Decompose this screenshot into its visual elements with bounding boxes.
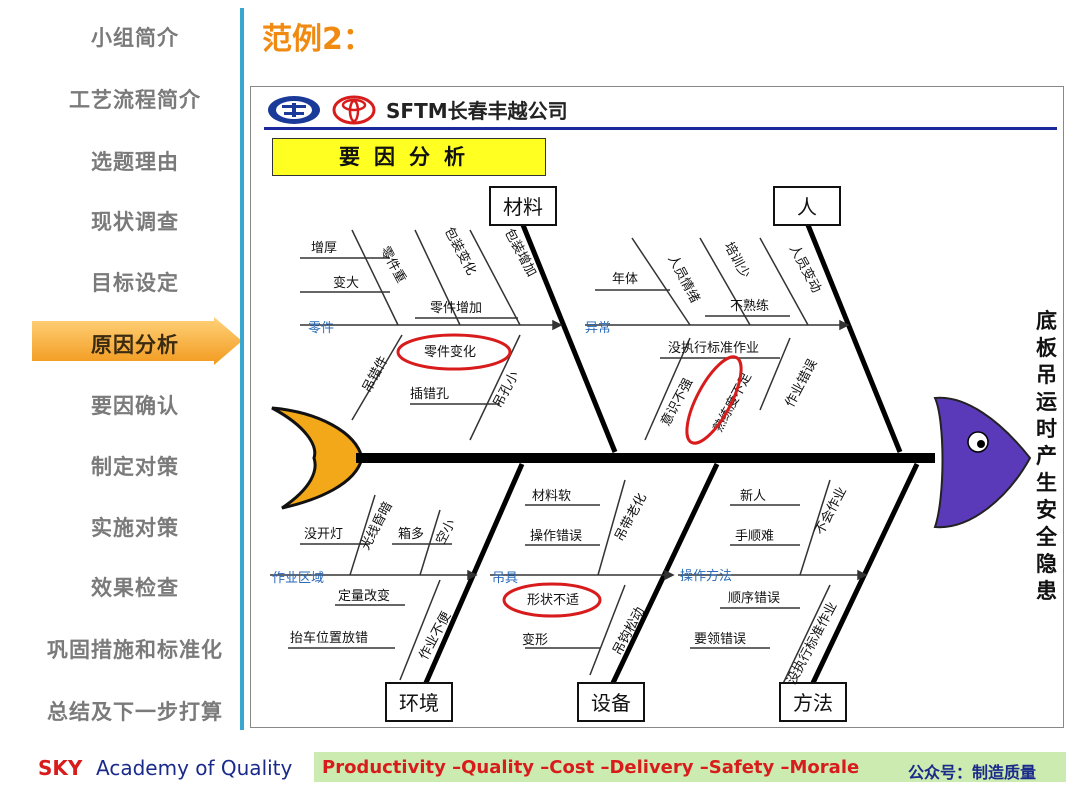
category-box-material: 材料 (489, 186, 557, 226)
cause-bigger: 变大 (333, 275, 359, 291)
cause-lift-position-wrong: 抬车位置放错 (290, 630, 368, 646)
slide-frame (250, 86, 1064, 728)
cause-age: 年体 (612, 272, 638, 287)
sidebar-item-topic-reason[interactable]: 选题理由 (91, 150, 179, 174)
section-title-box: 要因分析 (272, 138, 546, 176)
cause-thickness-up: 增厚 (311, 241, 337, 256)
upper-right-branches (585, 237, 850, 441)
cause-training-lack: 培训少 (721, 239, 753, 281)
lower-right-branches (678, 479, 868, 691)
category-box-environment: 环境 (385, 682, 453, 722)
cause-hole-small: 吊孔小 (491, 369, 523, 410)
highlight-shape-not-fit (502, 582, 602, 618)
cause-parts: 零件 (308, 321, 334, 336)
footer-academy: Academy of Quality (96, 756, 293, 780)
cause-sling: 吊具 (492, 571, 518, 586)
lower-left-branches (270, 494, 478, 681)
cause-sequence-hard: 手顺难 (735, 529, 774, 544)
header-rule (264, 127, 1057, 130)
effect-label: 底板吊运时产生安全隐患 (1036, 309, 1057, 603)
category-box-method: 方法 (779, 682, 847, 722)
sidebar-item-key-cause-confirm[interactable]: 要因确认 (91, 394, 179, 418)
cause-material-soft: 材料软 (532, 489, 571, 504)
upper-left-branches (300, 229, 563, 441)
cause-safety-awareness: 意识不强 (658, 375, 697, 428)
footer-pqcdsm: Productivity –Quality –Cost –Delivery –S… (322, 757, 860, 778)
cause-sling-aging: 吊带老化 (612, 491, 650, 544)
faw-logo-icon (268, 96, 320, 124)
sidebar-item-summary[interactable]: 总结及下一步打算 (47, 700, 223, 724)
cause-fixed-position-change: 定量改变 (338, 588, 390, 604)
cause-parts-change: 零件变化 (424, 344, 476, 360)
footer-sky: SKY (38, 756, 83, 780)
cause-not-qualified: 不会作业 (812, 485, 850, 538)
cause-box-many: 箱多 (398, 526, 424, 542)
sidebar-divider (240, 8, 244, 730)
footer-wechat: 公众号：制造质量 (908, 763, 1037, 782)
cause-hook-wrong: 吊错件 (360, 354, 392, 395)
cause-op-method: 操作方法 (680, 568, 732, 584)
cause-abnormal: 异常 (585, 321, 611, 336)
highlight-parts-change (396, 333, 512, 371)
cause-space-small: 空小 (433, 517, 458, 547)
cause-shape-not-fit: 形状不适 (527, 593, 579, 608)
svg-text:环境: 环境 (399, 691, 439, 715)
svg-text:方法: 方法 (793, 691, 833, 715)
cause-operation-error: 作业错误 (783, 357, 821, 410)
fish-tail-icon (271, 406, 364, 510)
sidebar-nav: 小组简介 工艺流程简介 选题理由 现状调查 目标设定 原因分析 要因确认 制定对… (0, 0, 245, 740)
svg-text:材料: 材料 (503, 195, 543, 219)
cause-no-standard-op: 没执行标准作业 (668, 341, 759, 356)
svg-text:设备: 设备 (591, 691, 631, 715)
company-name: SFTM长春丰越公司 (386, 99, 568, 123)
cause-packing-change: 包装变化 (441, 224, 480, 277)
fish-head-icon (933, 396, 1032, 529)
cause-newcomer: 新人 (740, 488, 766, 504)
toyota-logo-icon (332, 95, 376, 125)
svg-text:人: 人 (797, 195, 817, 219)
cause-op-error-eq: 操作错误 (530, 528, 582, 544)
slide-title: 范例2： (262, 22, 373, 57)
cause-not-skilled: 不熟练 (730, 298, 769, 314)
category-box-people: 人 (773, 186, 841, 226)
bone-people (805, 224, 903, 453)
sidebar-item-standardize[interactable]: 巩固措施和标准化 (47, 638, 223, 662)
cause-wrong-plug: 插错孔 (410, 387, 449, 402)
category-box-equipment: 设备 (577, 682, 645, 722)
cause-parts-weight: 零件重 (377, 244, 409, 286)
cause-order-error: 顺序错误 (728, 591, 780, 606)
cause-parts-count-up: 零件增加 (430, 301, 482, 316)
sidebar-item-implement[interactable]: 实施对策 (91, 516, 179, 540)
sidebar-item-team-intro[interactable]: 小组简介 (91, 26, 179, 50)
sidebar-item-status-survey[interactable]: 现状调查 (91, 210, 179, 234)
active-nav-highlight (32, 317, 242, 365)
sidebar-item-effect-check[interactable]: 效果检查 (91, 576, 179, 600)
bone-material (520, 224, 618, 453)
cause-no-light: 没开灯 (304, 527, 343, 542)
lower-middle-branches (490, 479, 675, 676)
sidebar-item-process-intro[interactable]: 工艺流程简介 (69, 88, 201, 112)
cause-work-area: 作业区域 (272, 571, 324, 586)
sidebar-item-countermeasures[interactable]: 制定对策 (91, 455, 179, 479)
sidebar-item-goal-setting[interactable]: 目标设定 (91, 271, 179, 295)
highlight-skill-not-enough (685, 355, 743, 445)
cause-point-error: 要领错误 (694, 632, 746, 647)
cause-deform: 变形 (522, 632, 548, 648)
cause-staff-mood: 人员情绪 (664, 253, 702, 306)
sidebar-item-cause-analysis[interactable]: 原因分析 (91, 333, 179, 357)
company-logos (268, 95, 376, 125)
footer-bar (314, 752, 1066, 782)
cause-light-dim: 光线昏暗 (358, 500, 396, 553)
